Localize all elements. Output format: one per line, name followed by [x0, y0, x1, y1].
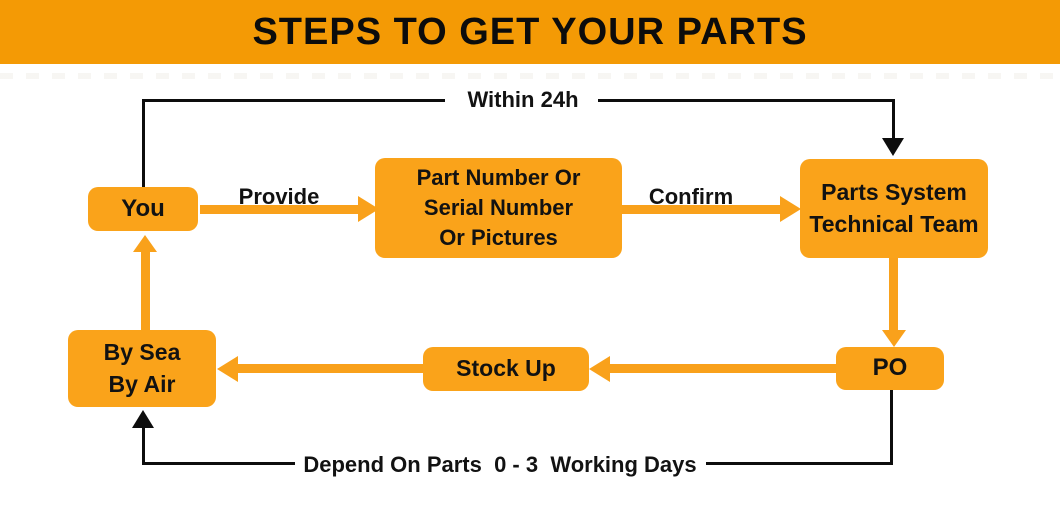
banner-dotted-divider	[0, 73, 1060, 79]
shipping-to-you-arrow-shaft	[141, 251, 150, 330]
lead-time-label: Depend On Parts 0 - 3 Working Days	[303, 452, 697, 477]
lead-time-connector-right-horizontal	[706, 462, 892, 465]
part-info-line-2: Serial Number	[423, 195, 574, 221]
part-info-node: Part Number Or Serial Number Or Pictures	[375, 158, 622, 258]
within-24h-arrowhead-down-icon	[882, 138, 904, 156]
po-node-label: PO	[872, 354, 908, 382]
stock-to-shipping-arrow-shaft	[238, 364, 423, 373]
po-to-stock-arrowhead-left-icon	[589, 356, 610, 382]
provide-arrowhead-right-icon	[358, 196, 379, 222]
confirm-arrow-shaft	[622, 205, 780, 214]
lead-time-connector-left-horizontal	[142, 462, 295, 465]
team-to-po-arrow-shaft	[889, 258, 898, 331]
team-to-po-arrowhead-down-icon	[882, 330, 906, 347]
within-24h-connector-right-horizontal	[598, 99, 894, 102]
po-node: PO	[836, 347, 944, 390]
po-to-stock-arrow-shaft	[610, 364, 836, 373]
part-info-line-1: Part Number Or	[416, 165, 581, 191]
shipping-to-you-arrowhead-up-icon	[133, 235, 157, 252]
lead-time-connector-left-vertical	[142, 427, 145, 464]
lead-time-connector-right-vertical	[890, 390, 893, 465]
you-node: You	[88, 187, 198, 231]
page-title: STEPS TO GET YOUR PARTS	[252, 10, 808, 53]
you-node-label: You	[121, 194, 165, 222]
within-24h-label: Within 24h	[467, 87, 579, 112]
confirm-label: Confirm	[648, 184, 734, 209]
within-24h-connector-left-vertical	[142, 100, 145, 188]
provide-label: Provide	[238, 184, 320, 209]
part-info-line-3: Or Pictures	[439, 224, 558, 250]
shipping-node: By Sea By Air	[68, 330, 216, 407]
shipping-line-1: By Sea	[103, 339, 181, 366]
within-24h-connector-right-vertical	[892, 99, 895, 139]
provide-arrow-shaft	[200, 205, 358, 214]
tech-team-line-1: Parts System	[821, 179, 967, 206]
shipping-line-2: By Air	[108, 370, 176, 397]
tech-team-line-2: Technical Team	[809, 210, 979, 237]
title-banner: STEPS TO GET YOUR PARTS	[0, 0, 1060, 64]
stock-up-node-label: Stock Up	[456, 355, 556, 382]
stock-to-shipping-arrowhead-left-icon	[217, 356, 238, 382]
confirm-arrowhead-right-icon	[780, 196, 801, 222]
within-24h-connector-left-horizontal	[142, 99, 445, 102]
lead-time-arrowhead-up-icon	[132, 410, 154, 428]
tech-team-node: Parts System Technical Team	[800, 159, 988, 258]
stock-up-node: Stock Up	[423, 347, 589, 391]
